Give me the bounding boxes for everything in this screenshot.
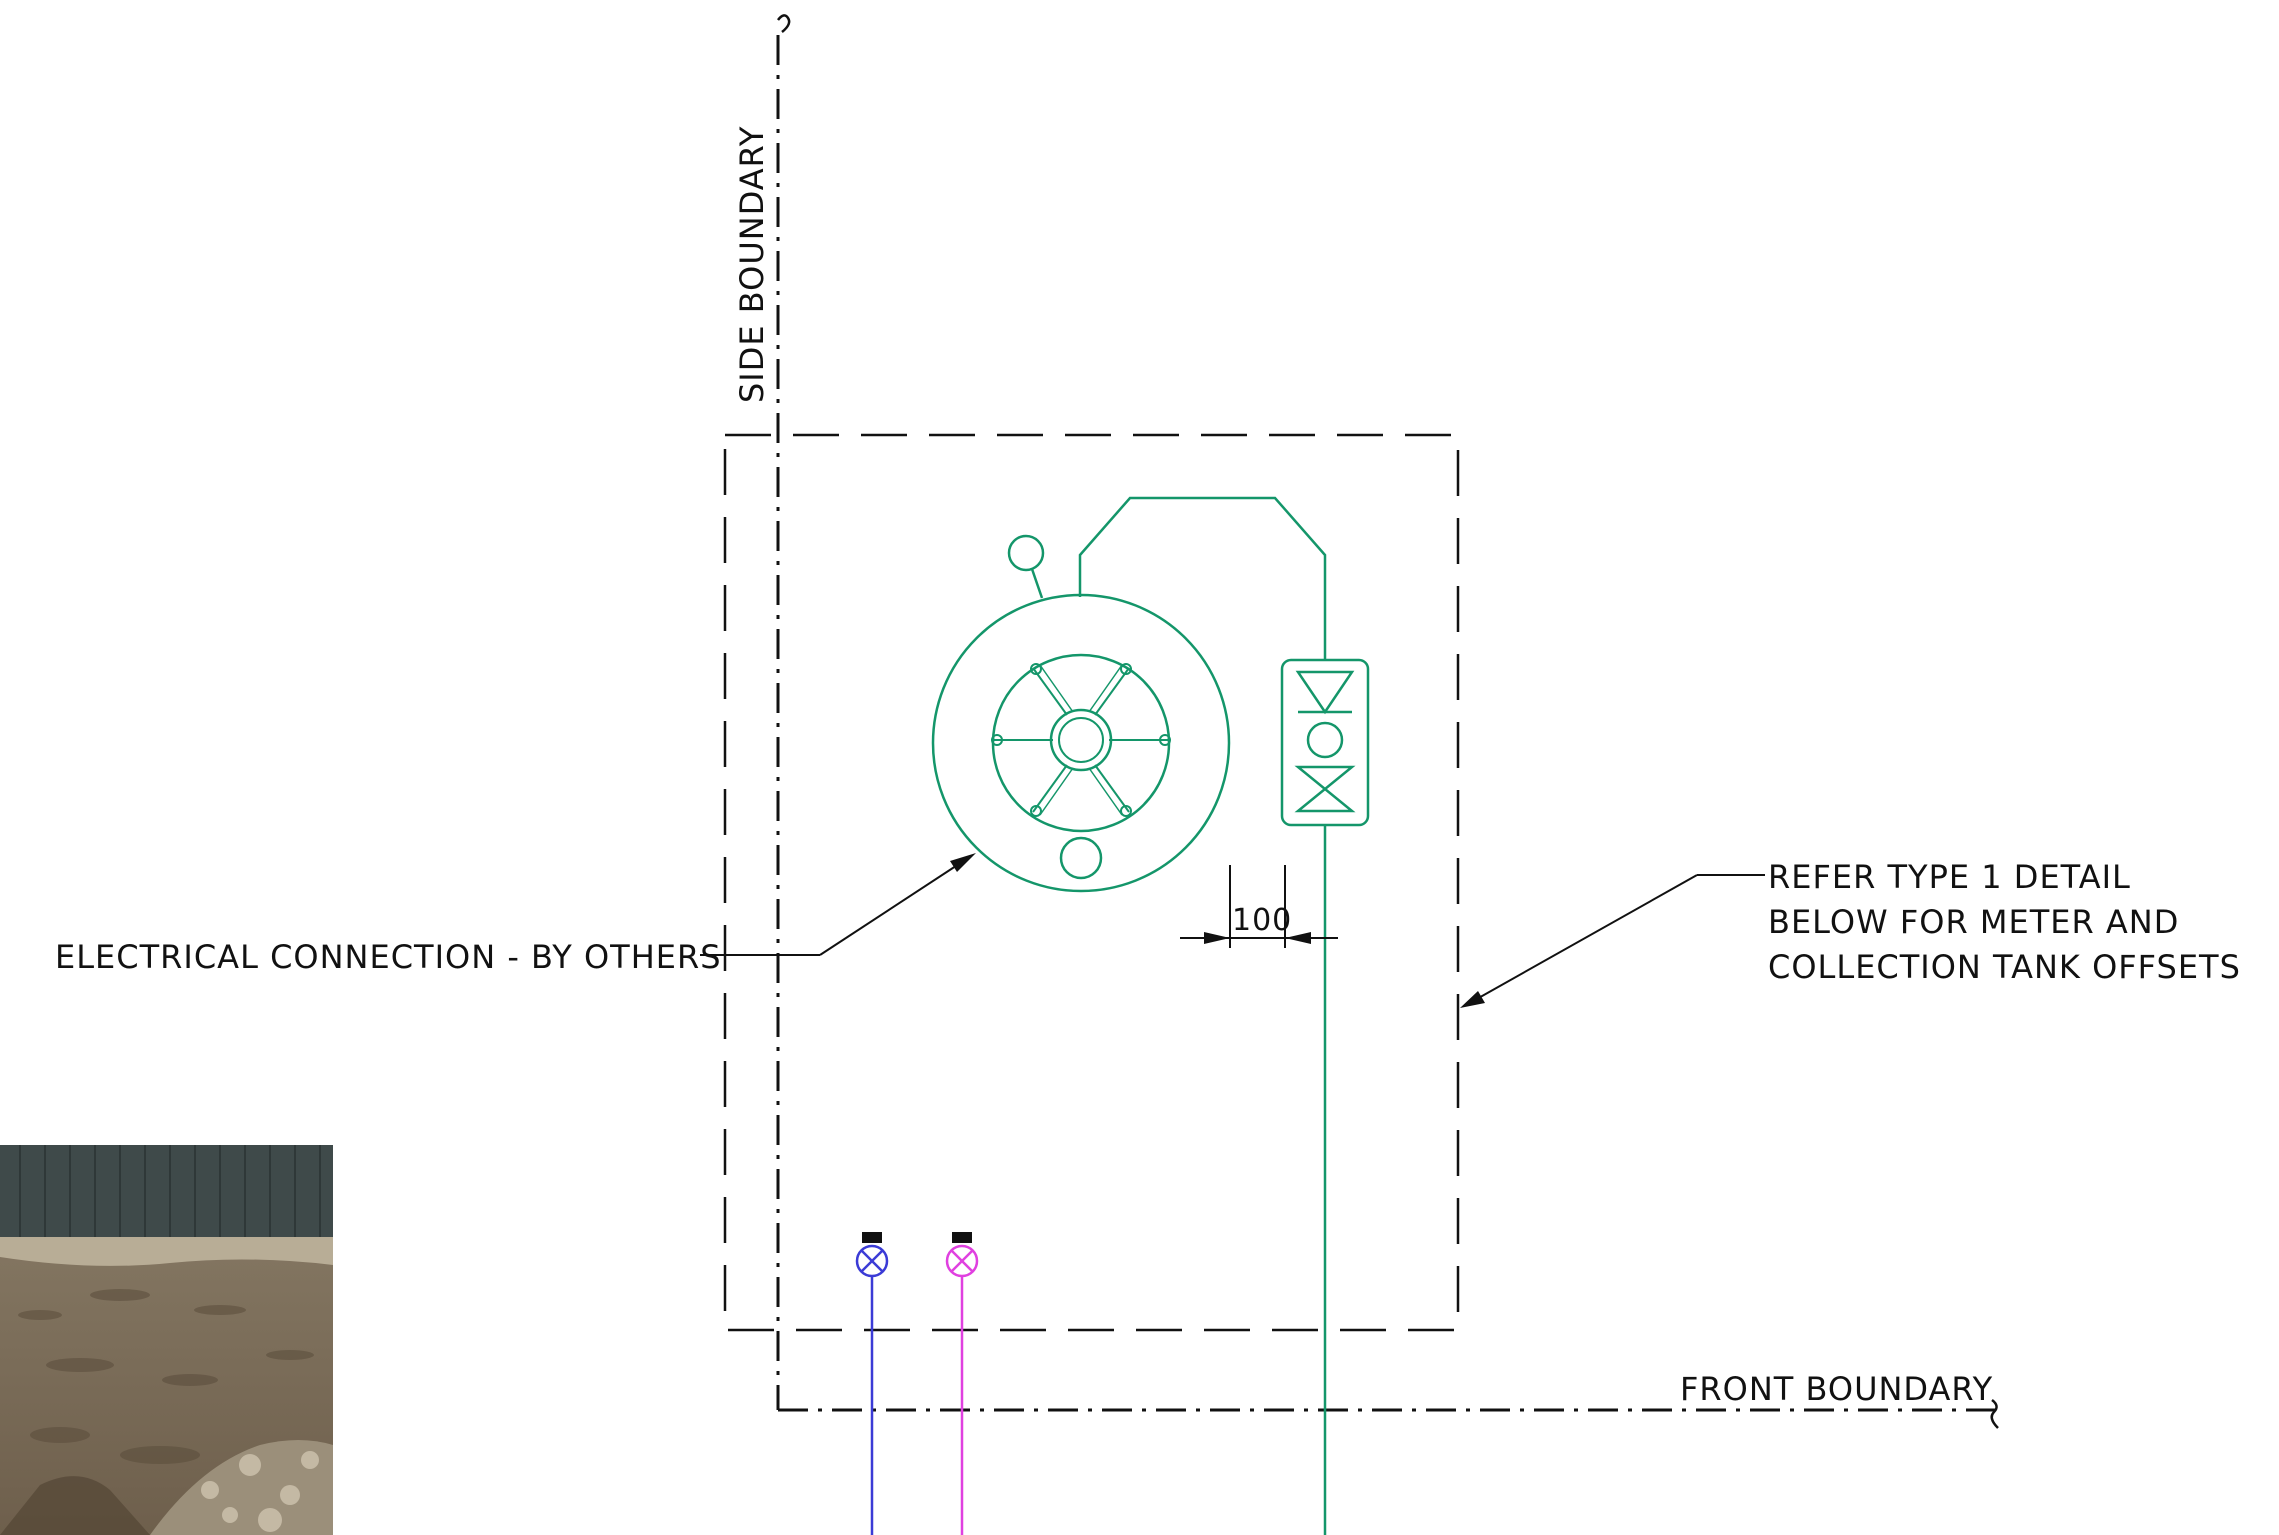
green-pipe [1078, 496, 1327, 660]
refer-label-line1: REFER TYPE 1 DETAIL [1768, 858, 2131, 896]
front-boundary-label: FRONT BOUNDARY [1680, 1370, 1993, 1408]
dimension-100: 100 [1180, 865, 1338, 948]
dimension-label: 100 [1232, 903, 1292, 938]
site-photo [0, 1145, 333, 1535]
refer-label-line3: COLLECTION TANK OFFSETS [1768, 948, 2241, 986]
side-boundary-break [777, 14, 791, 33]
refer-leader [1460, 874, 1765, 1008]
electrical-leader [700, 853, 976, 956]
magenta-service-icon [945, 1232, 979, 1535]
service-area-rect [723, 433, 1460, 1332]
site-photo-art [0, 1145, 333, 1535]
refer-label-line2: BELOW FOR METER AND [1768, 903, 2179, 941]
front-boundary-break [1990, 1399, 1999, 1429]
electrical-label: ELECTRICAL CONNECTION - BY OTHERS [55, 938, 722, 976]
side-boundary-label: SIDE BOUNDARY [733, 126, 771, 403]
blue-service-icon [855, 1232, 889, 1535]
meter-valve-icon [1280, 658, 1370, 827]
